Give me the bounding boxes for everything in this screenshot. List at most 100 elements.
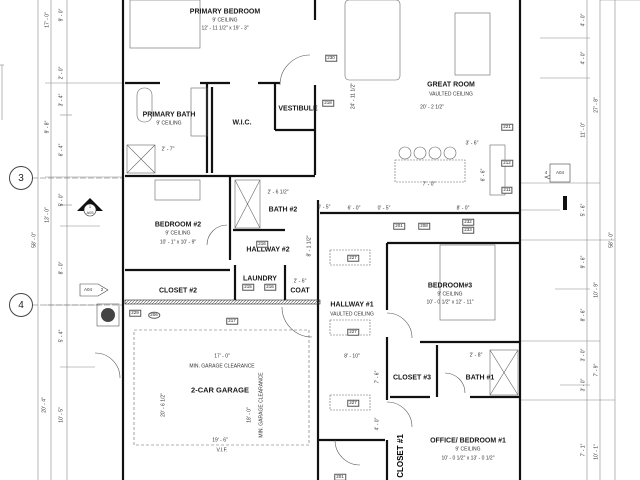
dimension: 58' - 0" <box>31 232 38 248</box>
dimension: 5' - 6" <box>580 203 587 217</box>
dimension: 7' - 0" <box>422 181 436 188</box>
dimension: 7' - 6" <box>374 370 381 384</box>
elevation-number: 4 <box>544 169 548 175</box>
grid-bubble-3: 3 <box>9 166 33 190</box>
dimension: 9' - 8" <box>44 120 51 134</box>
door-swings <box>94 54 466 466</box>
tag: 227 <box>347 399 359 407</box>
room-bedroom-2: BEDROOM #2 <box>154 221 202 229</box>
dimension: 3' - 0" <box>580 348 587 362</box>
room-ceiling: 9' CEILING <box>165 230 191 237</box>
tag: 211 <box>501 186 513 194</box>
primary-bed <box>129 0 201 49</box>
elevation-number: 2 <box>100 286 104 292</box>
dimension: 8' - 0" <box>58 261 65 275</box>
room-coat: COAT <box>290 287 310 295</box>
dimension: 11' - 0" <box>580 122 587 138</box>
dimension: 10' - 1" <box>593 444 600 460</box>
dimension: 17' - 0" <box>44 12 51 28</box>
dimension: 4' - 0" <box>374 417 381 431</box>
dimension: 24' - 11 1/2" <box>350 82 357 110</box>
dimension: 3' - 6" <box>465 140 479 147</box>
tag: 201 <box>393 222 405 230</box>
elevation-marker-2 <box>79 283 109 297</box>
tag: 233 <box>462 226 474 234</box>
room-size: 10' - 0 1/2" x 12' - 11" <box>426 299 474 306</box>
tag: 216 <box>264 283 276 291</box>
tag: 216 <box>256 240 268 248</box>
dimension: 10' - 5" <box>58 407 65 423</box>
dimension: 8' - 10" <box>344 353 360 360</box>
room-garage: 2-CAR GARAGE <box>191 385 249 395</box>
dimension: 6' - 0" <box>347 205 361 212</box>
room-great-room: GREAT ROOM <box>427 81 475 89</box>
room-office: OFFICE/ BEDROOM #1 <box>430 437 506 445</box>
dimension: 20' - 2 1/2" <box>420 104 444 111</box>
dimension: 8' - 0" <box>456 205 470 212</box>
dimension: 58' - 0" <box>608 232 615 248</box>
bedroom3-bed <box>439 244 496 321</box>
dimension: 2' - 6" <box>293 278 307 285</box>
room-ceiling: 9' CEILING <box>212 17 238 24</box>
elevation-sheet: A04 <box>83 286 93 292</box>
tag: 229 <box>129 309 141 317</box>
tag: 208 <box>418 222 430 230</box>
room-vestibule: VESTIBULE <box>278 105 318 113</box>
dimension: 0' - 5" <box>317 204 331 211</box>
tag: 206 <box>148 311 160 319</box>
grid-lines <box>32 177 123 306</box>
elevation-marker-4 <box>549 163 571 183</box>
dimension: 4' - 0" <box>580 51 587 65</box>
dimension: 8' - 6" <box>580 308 587 322</box>
dimension: 4' - 0" <box>580 13 587 27</box>
dimension: 10' - 9" <box>593 282 600 298</box>
room-bath-2: BATH #2 <box>268 206 298 214</box>
kitchen-island <box>394 159 466 183</box>
dimension: 3' - 0" <box>580 378 587 392</box>
garage-vif: V.I.F. <box>216 447 228 454</box>
dimension: 3' - 4" <box>58 93 65 107</box>
room-ceiling: 9' CEILING <box>156 120 182 127</box>
room-hallway-1: HALLWAY #1 <box>330 301 374 309</box>
room-closet-3: CLOSET #3 <box>392 374 432 382</box>
dimension: 5' - 4" <box>58 329 65 343</box>
dining-table <box>454 12 491 76</box>
tag: 221 <box>501 123 513 131</box>
grid-bubble-4: 4 <box>9 293 33 317</box>
room-ceiling: VAULTED CEILING <box>429 91 473 98</box>
tag: 212 <box>501 159 513 167</box>
dimension: 7' - 9" <box>593 363 600 377</box>
ac-unit <box>101 308 115 322</box>
wall-marker <box>563 196 567 210</box>
tag: 232 <box>462 218 474 226</box>
dimension: 9' - 6" <box>580 255 587 269</box>
room-primary-bedroom: PRIMARY BEDROOM <box>189 8 261 16</box>
dimension: 27' - 8" <box>593 97 600 113</box>
dimension: 6' - 4" <box>58 143 65 157</box>
room-closet-2: CLOSET #2 <box>158 287 198 295</box>
tag: 227 <box>347 328 359 336</box>
fixtures <box>126 0 519 446</box>
garage-clearance-label: MIN. GARAGE CLEARANCE <box>189 363 255 370</box>
dimension: 2' - 8" <box>469 352 483 359</box>
dimension: 0' - 5" <box>377 205 391 212</box>
section-sheet: A05 <box>86 210 94 215</box>
room-hallway-2: HALLWAY #2 <box>246 246 290 254</box>
dimension: 6' - 6" <box>480 168 487 182</box>
tag: 217 <box>226 317 238 325</box>
room-wic: W.I.C. <box>232 119 252 127</box>
bedroom2-bed <box>154 179 201 201</box>
tag: 230 <box>325 54 337 62</box>
room-ceiling: VAULTED CEILING <box>330 311 374 318</box>
dimension: 5' - 0" <box>58 193 65 207</box>
section-marker-1 <box>83 203 97 217</box>
ac-pad <box>96 303 120 327</box>
room-ceiling: 9' CEILING <box>437 291 463 298</box>
dimension: 7' - 1" <box>580 443 587 457</box>
dimension: 13' - 0" <box>44 207 51 223</box>
room-size: 12' - 11 1/2" x 19' - 3" <box>201 25 249 32</box>
room-closet-1: CLOSET #1 <box>396 433 405 479</box>
room-ceiling: 9' CEILING <box>455 446 481 453</box>
